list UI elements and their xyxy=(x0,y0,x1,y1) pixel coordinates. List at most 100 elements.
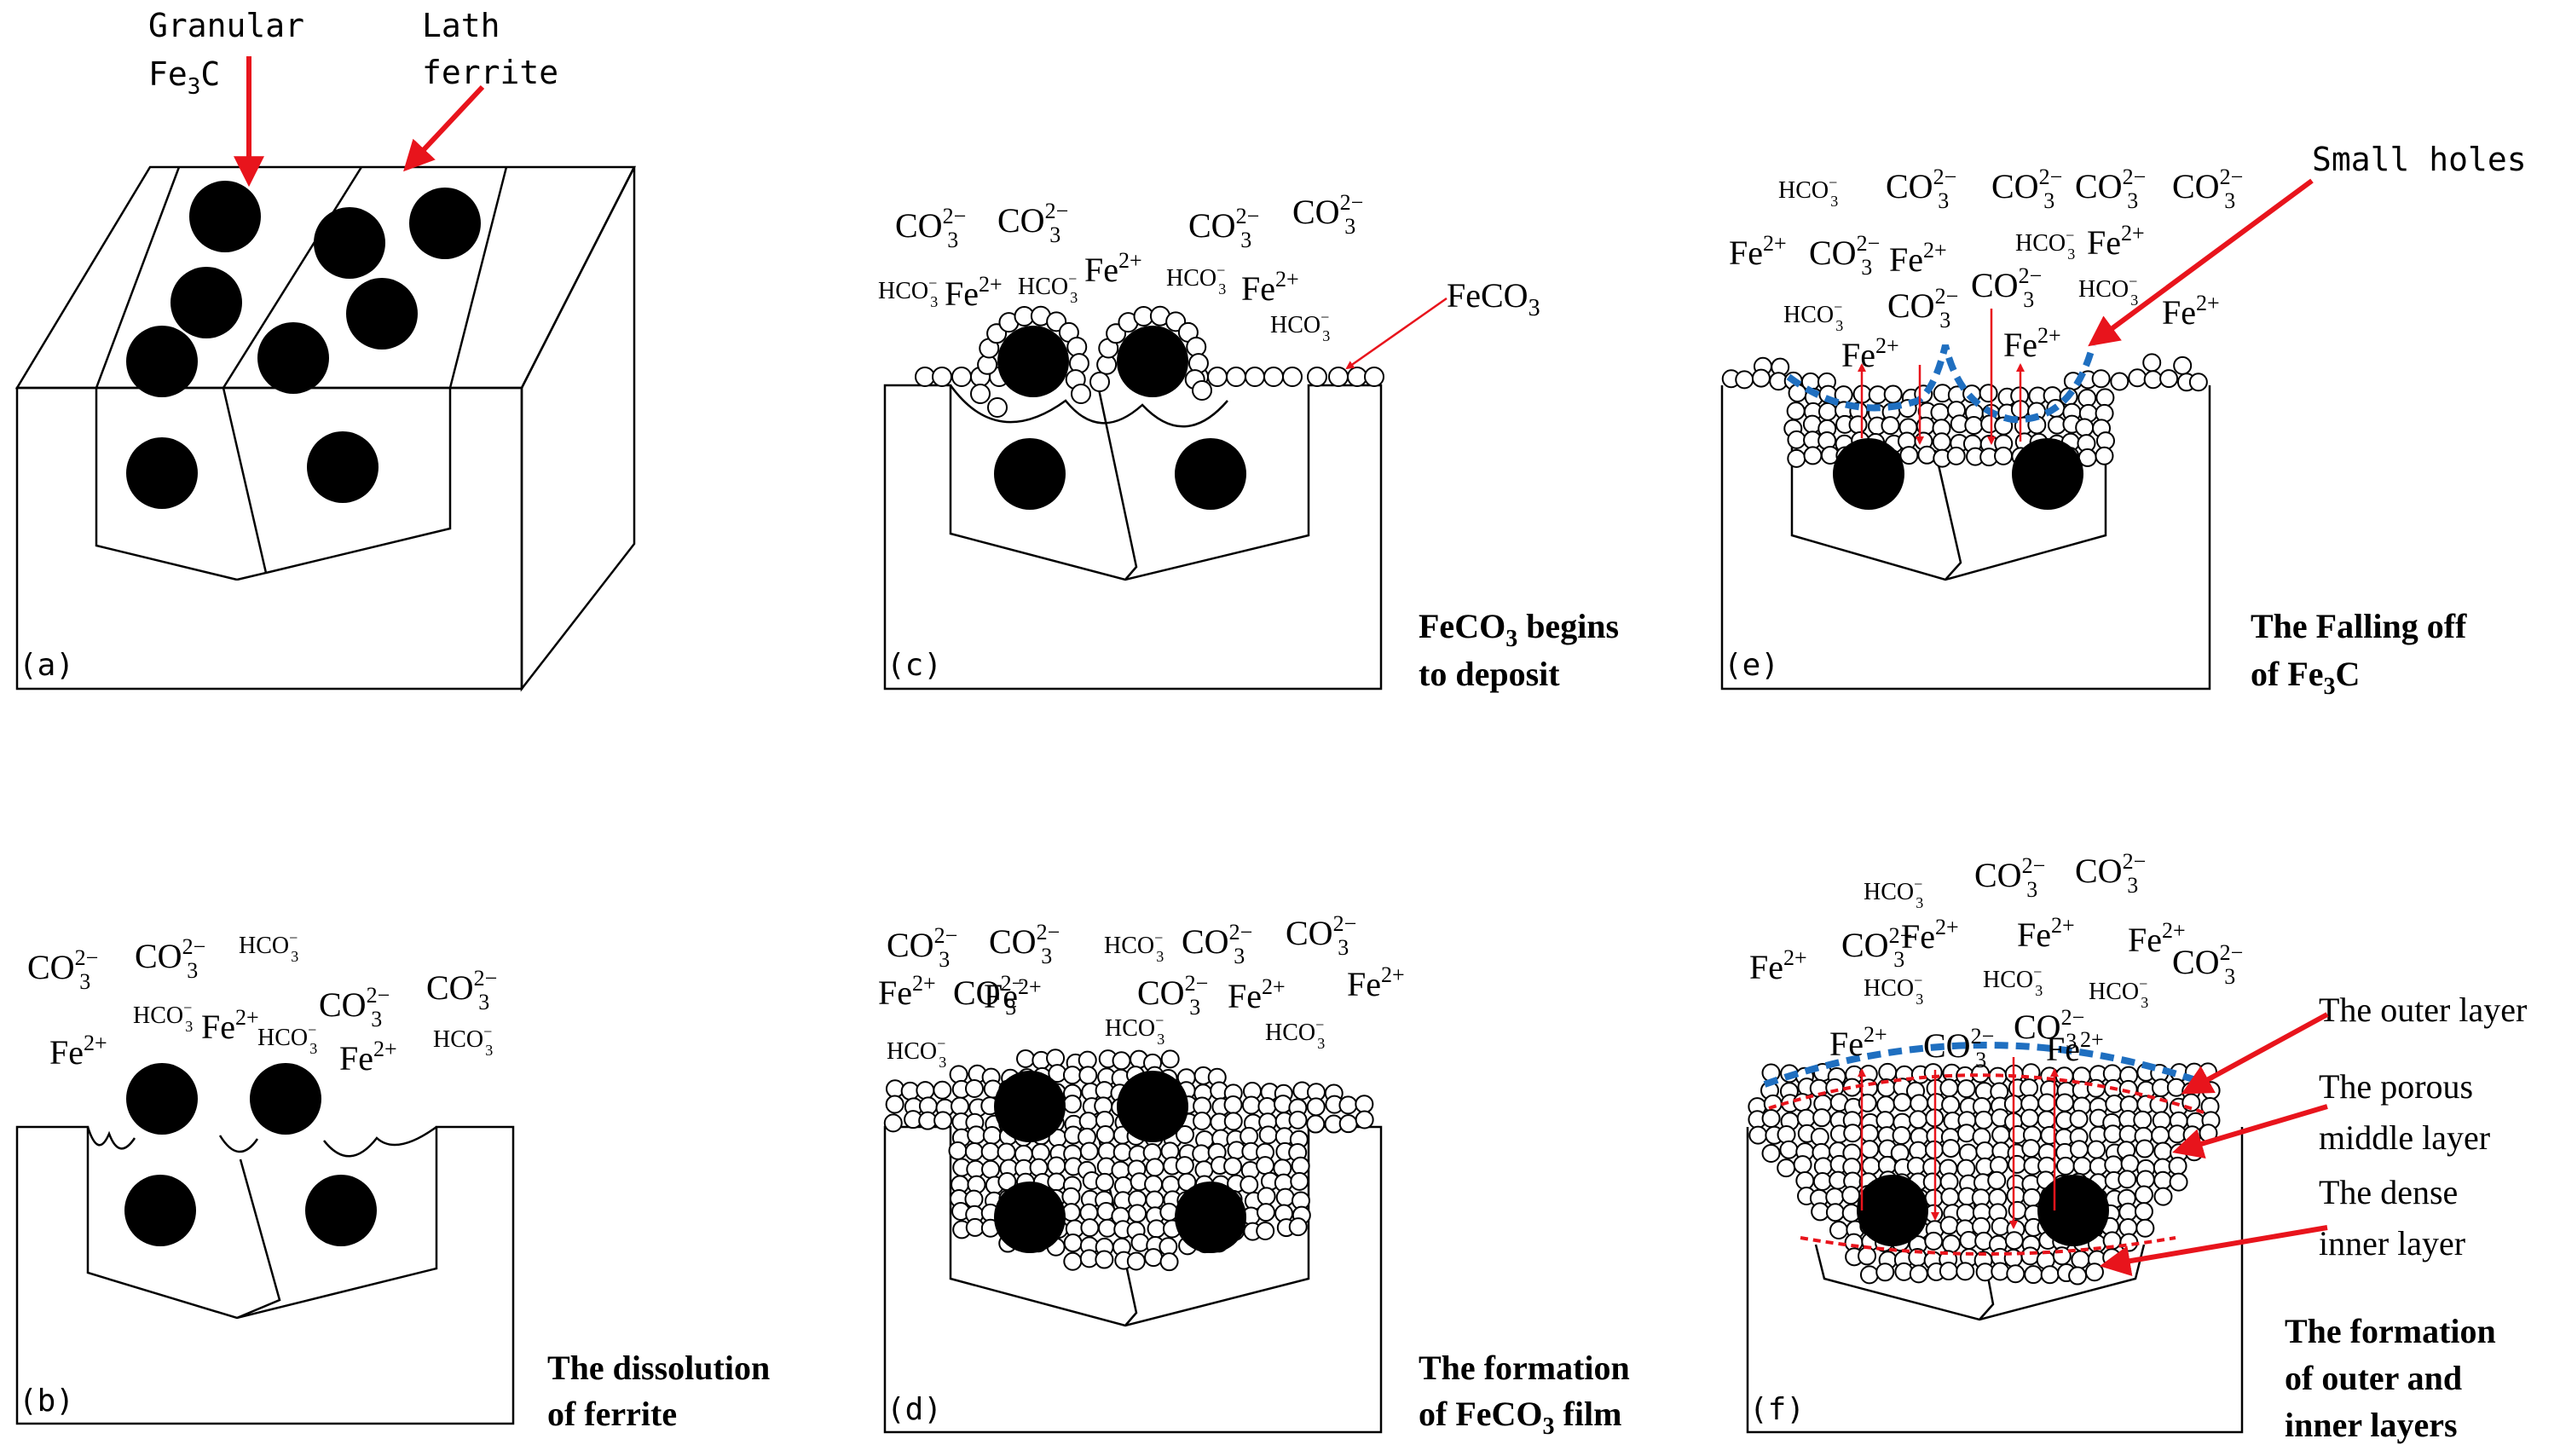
fe2-ion-label: Fe2+ xyxy=(1841,333,1899,374)
cementite-particle xyxy=(305,1175,377,1246)
feco3-grain xyxy=(964,1189,984,1209)
fe2-ion-label: Fe2+ xyxy=(1241,267,1299,308)
feco3-grain xyxy=(2159,369,2179,389)
hco3-ion-label: HCO−3 xyxy=(1983,963,2043,999)
caption-f-line1: The formation xyxy=(2285,1312,2496,1350)
panel-label-d: (d) xyxy=(887,1392,942,1427)
feco3-grain xyxy=(1761,1143,1781,1163)
feco3-grain xyxy=(2071,1250,2090,1269)
feco3-grain xyxy=(1257,1187,1276,1206)
panel-label-e: (e) xyxy=(1724,648,1779,683)
grain-boundary xyxy=(1096,384,1138,581)
substrate xyxy=(883,384,1383,690)
substrate xyxy=(15,1125,515,1425)
feco3-grain xyxy=(1909,1264,1928,1284)
feco3-grain xyxy=(1078,1066,1098,1085)
feco3-grain xyxy=(1147,1219,1166,1239)
feco3-grain xyxy=(1288,1110,1308,1130)
co3-ion-label: CO2−3 xyxy=(1974,853,2045,902)
panel-e-cementite xyxy=(1833,438,2083,510)
feco3-grain xyxy=(1062,1095,1082,1114)
feco3-grain xyxy=(1016,1049,1036,1068)
feco3-grain xyxy=(1223,1112,1243,1131)
feco3-grain xyxy=(1922,1172,1942,1192)
arrow-feco3 xyxy=(1345,297,1448,370)
feco3-grain xyxy=(2118,1079,2138,1099)
feco3-grain xyxy=(1843,1124,1863,1143)
hco3-ion-label: HCO−3 xyxy=(1270,309,1330,344)
feco3-grain xyxy=(1328,367,1349,387)
block-front-face xyxy=(15,386,523,690)
feco3-grain xyxy=(1063,1234,1083,1253)
hco3-ion-label: HCO−3 xyxy=(257,1021,317,1057)
co3-ion-label: CO2−3 xyxy=(2075,849,2146,898)
feco3-grain xyxy=(2095,446,2114,465)
feco3-grain xyxy=(1307,367,1327,387)
ion-labels: Fe2+Fe2+Fe2+Fe2+Fe2+Fe2+Fe2+Fe2+Fe2+Fe2+… xyxy=(27,165,2243,1078)
feco3-grain xyxy=(1893,1093,1912,1112)
co3-ion-label: CO2−3 xyxy=(2172,165,2243,213)
feco3-grain xyxy=(1047,1172,1066,1192)
feco3-grain xyxy=(2182,1125,2202,1145)
feco3-grain xyxy=(964,1079,984,1099)
grain-boundary-left xyxy=(95,166,238,581)
hco3-ion-label: HCO−3 xyxy=(1104,929,1164,965)
feco3-grain xyxy=(1306,1114,1326,1134)
feco3-grain xyxy=(1909,1110,1928,1130)
annotation-dense: The dense xyxy=(2319,1173,2458,1211)
fe2-ion-label: Fe2+ xyxy=(1889,238,1947,279)
feco3-grain xyxy=(2055,1156,2075,1176)
feco3-grain xyxy=(2037,1093,2057,1112)
hco3-ion-label: HCO−3 xyxy=(433,1023,493,1059)
co3-ion-label: CO2−3 xyxy=(1991,165,2062,213)
feco3-grain xyxy=(2075,418,2095,437)
co3-ion-label: CO2−3 xyxy=(1923,1024,1994,1072)
feco3-grain xyxy=(2069,1109,2089,1129)
cementite-particle xyxy=(2012,438,2083,510)
co3-ion-label: CO2−3 xyxy=(2172,940,2243,989)
feco3-grain xyxy=(1192,1144,1211,1164)
feco3-grain xyxy=(1930,402,1950,422)
fe2-ion-label: Fe2+ xyxy=(945,272,1003,313)
caption-c-line1: FeCO3 begins xyxy=(1419,607,1619,652)
feco3-grain xyxy=(1924,1231,1944,1251)
outer-layer-boundary xyxy=(1763,1042,2210,1088)
feco3-grain xyxy=(1987,1170,2007,1190)
feco3-grain xyxy=(1777,1125,1796,1145)
fe2-ion-label: Fe2+ xyxy=(1084,248,1142,289)
feco3-grain xyxy=(2128,368,2147,388)
feco3-grain xyxy=(1241,1095,1261,1115)
dissolution-pit xyxy=(218,1135,259,1153)
inner-layer-boundary xyxy=(1800,1236,2176,1256)
feco3-grain xyxy=(1290,1171,1309,1191)
feco3-grain xyxy=(1956,1203,1975,1222)
cementite-particle xyxy=(189,181,261,252)
feco3-grain xyxy=(1881,416,1900,436)
feco3-grain xyxy=(981,1159,1001,1179)
cementite-particle xyxy=(1117,1071,1188,1142)
cementite-particle xyxy=(994,438,1066,510)
feco3-grain xyxy=(1046,1049,1066,1068)
fe2-ion-label: Fe2+ xyxy=(2003,323,2061,364)
feco3-grain xyxy=(1858,1246,1877,1266)
feco3-grain xyxy=(933,1080,952,1100)
hco3-ion-label: HCO−3 xyxy=(2078,273,2138,309)
fe2-ion-label: Fe2+ xyxy=(1901,915,1959,956)
fe2-ion-label: Fe2+ xyxy=(1829,1022,1887,1063)
feco3-grain xyxy=(1779,1140,1799,1159)
fe2-ion-label: Fe2+ xyxy=(878,971,936,1012)
feco3-grain xyxy=(885,1095,904,1114)
co3-ion-label: CO2−3 xyxy=(1887,284,1958,332)
feco3-grain xyxy=(1126,1251,1146,1271)
feco3-grain xyxy=(2133,1110,2153,1130)
caption-d-line2: of FeCO3 film xyxy=(1419,1395,1621,1440)
cementite-particle xyxy=(1175,438,1246,510)
feco3-grain xyxy=(1078,1112,1098,1131)
feco3-grain xyxy=(2104,1155,2124,1175)
panel-e-ion-arrows xyxy=(1858,309,2025,445)
feco3-grain xyxy=(1128,1204,1147,1223)
feco3-grain xyxy=(1875,1111,1895,1130)
annotation-feco3: FeCO3 xyxy=(1447,276,1540,321)
feco3-grain xyxy=(2135,1170,2155,1189)
